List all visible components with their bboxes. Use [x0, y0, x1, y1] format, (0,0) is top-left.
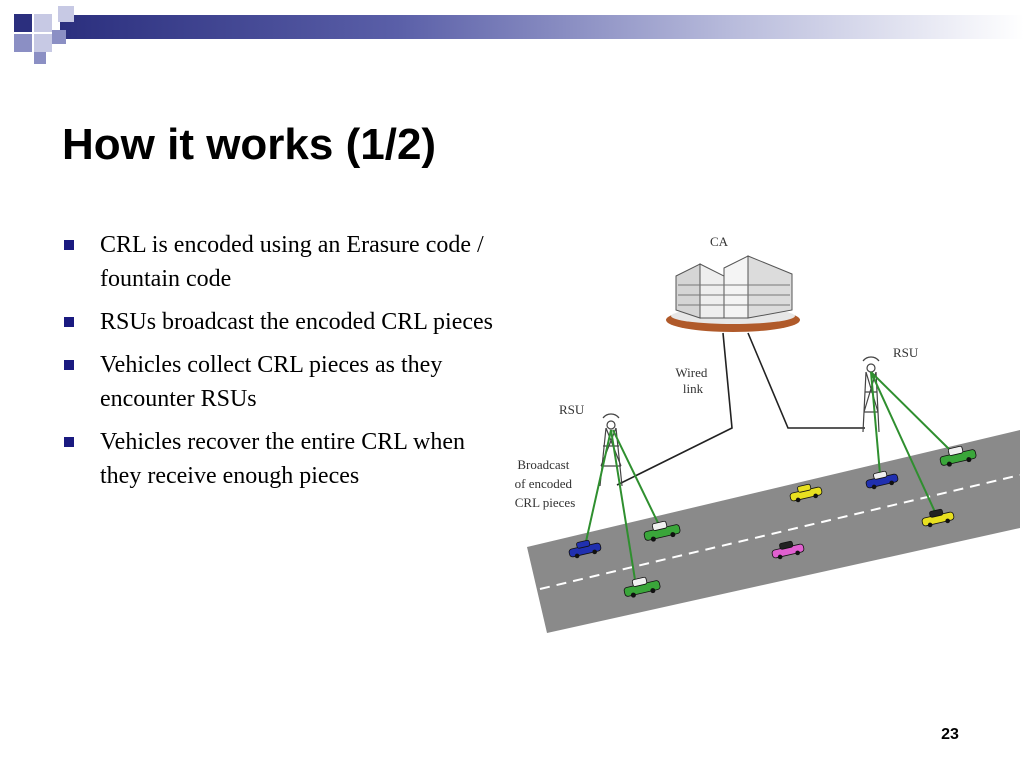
car-yellow-icon [921, 508, 955, 528]
radio-link [610, 429, 637, 587]
rsu-right-label: RSU [893, 345, 919, 360]
car-blue-icon [865, 470, 899, 490]
page-number: 23 [941, 726, 959, 743]
lane-marking [539, 474, 1020, 590]
broadcast-label-line: of encoded [515, 476, 573, 491]
rsu-tower-left-icon [599, 413, 623, 487]
broadcast-label: Broadcast of encoded CRL pieces [515, 457, 576, 510]
radio-link [584, 429, 612, 547]
wired-link-right [747, 332, 865, 429]
deco-square [34, 52, 46, 64]
bullet-text: RSUs broadcast the encoded CRL pieces [100, 309, 494, 335]
deco-square [34, 14, 52, 32]
wired-link-label-line: Wired [675, 365, 707, 380]
ca-label: CA [710, 234, 729, 249]
deco-square [58, 6, 74, 22]
template-header-decoration [0, 0, 1024, 70]
bullet-text: CRL is encoded using an Erasure code / f… [100, 232, 484, 292]
broadcast-label-line: CRL pieces [515, 495, 576, 510]
bullet-item: Vehicles collect CRL pieces as they enco… [62, 348, 502, 416]
bullet-text: Vehicles recover the entire CRL when the… [100, 429, 465, 489]
square-bullet-icon [64, 240, 74, 250]
car-blue-icon [568, 539, 602, 559]
deco-square [34, 34, 52, 52]
bullet-text: Vehicles collect CRL pieces as they enco… [100, 352, 443, 412]
radio-link [870, 371, 953, 453]
square-bullet-icon [64, 317, 74, 327]
deco-square [14, 34, 32, 52]
square-bullet-icon [64, 360, 74, 370]
deco-square [52, 30, 66, 44]
car-pink-icon [771, 540, 805, 560]
bullet-item: Vehicles recover the entire CRL when the… [62, 425, 502, 493]
car-green-icon [643, 520, 681, 542]
car-green-icon [939, 445, 977, 467]
rsu-tower-right-icon [862, 356, 880, 433]
radio-links [584, 371, 953, 587]
header-gradient-bar [60, 15, 1024, 39]
deco-square [14, 14, 32, 32]
slide-title: How it works (1/2) [62, 120, 437, 169]
bullet-item: CRL is encoded using an Erasure code / f… [62, 228, 502, 296]
ca-building-icon [666, 255, 800, 332]
vanet-diagram: CA Wired link RSU RSU Broadcast of encod… [515, 234, 1020, 633]
radio-link [870, 371, 936, 513]
rsu-left-label: RSU [559, 402, 585, 417]
radio-link [612, 429, 661, 528]
broadcast-label-line: Broadcast [517, 457, 569, 472]
bullet-item: RSUs broadcast the encoded CRL pieces [62, 305, 502, 339]
radio-link [870, 371, 881, 475]
square-bullet-icon [64, 437, 74, 447]
car-green-icon [623, 576, 661, 598]
wired-link-label: Wired link [675, 365, 710, 396]
bullet-list: CRL is encoded using an Erasure code / f… [62, 228, 502, 502]
car-yellow-icon [789, 483, 823, 503]
wired-link-label-line: link [683, 381, 704, 396]
wired-link-left [616, 332, 733, 486]
